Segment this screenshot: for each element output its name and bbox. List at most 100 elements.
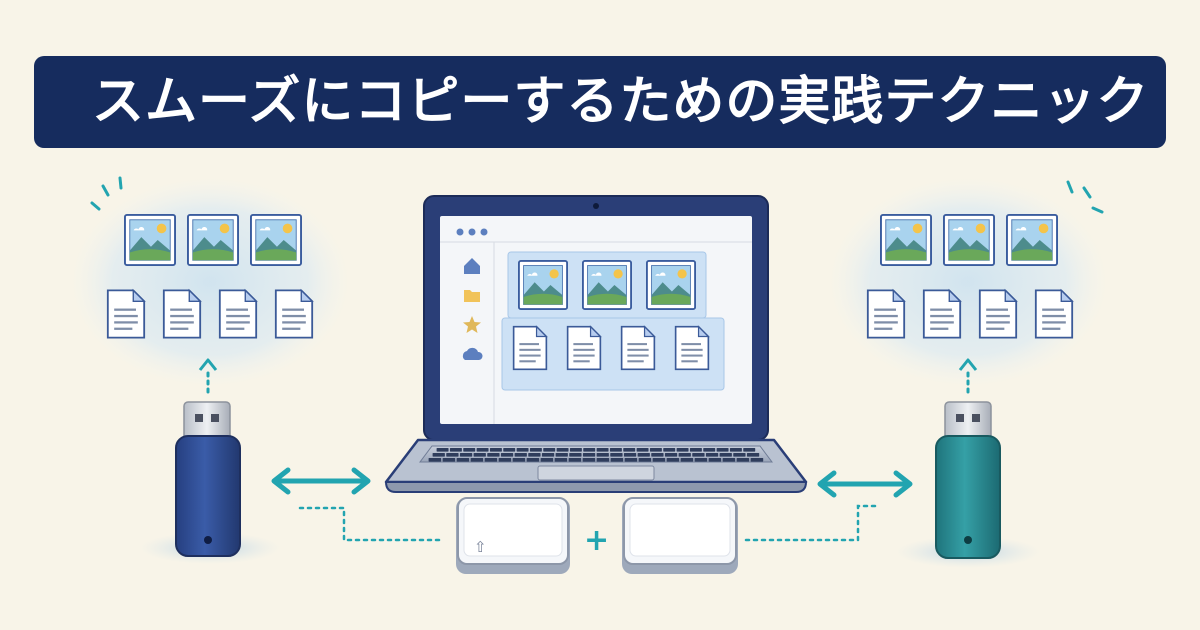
laptop-key (529, 448, 542, 452)
laptop-key (484, 458, 498, 462)
laptop-key (582, 458, 596, 462)
laptop-key (708, 458, 722, 462)
laptop-key (470, 458, 484, 462)
laptop-key (583, 448, 596, 452)
laptop-key (703, 448, 716, 452)
laptop-key (473, 453, 486, 457)
laptop-key (596, 453, 609, 457)
laptop-key (476, 448, 489, 452)
laptop-key (463, 448, 476, 452)
document-file-icon (922, 289, 962, 339)
laptop-key (556, 448, 569, 452)
image-file-icon (187, 214, 239, 266)
laptop-key (750, 458, 764, 462)
double-arrow-icon (271, 467, 371, 495)
laptop-key (694, 458, 708, 462)
laptop-key (733, 453, 746, 457)
cloud-icon (462, 347, 483, 360)
laptop-key (436, 448, 449, 452)
laptop-icon (384, 195, 808, 493)
laptop-key (555, 453, 568, 457)
laptop-key (568, 458, 582, 462)
upload-arrow-right (958, 358, 978, 394)
sparkle-marks (90, 176, 123, 211)
laptop-key (666, 458, 680, 462)
document-file-icon (866, 289, 906, 339)
laptop-key (487, 453, 500, 457)
laptop-key (719, 453, 732, 457)
laptop-key (514, 453, 527, 457)
laptop-key (498, 458, 512, 462)
sparkle-marks (1066, 180, 1104, 214)
laptop-key (689, 448, 702, 452)
laptop-key (456, 458, 470, 462)
plus-icon: + (584, 523, 609, 558)
laptop-key (610, 453, 623, 457)
document-file-icon (274, 289, 314, 339)
keyboard-key-icon: ⇧ (456, 497, 570, 574)
laptop-key (746, 453, 760, 457)
laptop-key (663, 448, 676, 452)
shift-key-glyph: ⇧ (474, 538, 487, 556)
document-file-icon (1034, 289, 1074, 339)
laptop-key (459, 453, 473, 457)
document-file-icon (620, 325, 656, 371)
laptop-key (636, 448, 649, 452)
laptop-key (609, 448, 622, 452)
laptop-key (432, 453, 445, 457)
laptop-key (596, 448, 609, 452)
right-file-cluster (828, 177, 1108, 387)
upload-arrow-left (198, 358, 218, 394)
laptop-key (526, 458, 540, 462)
laptop-key (516, 448, 529, 452)
image-file-icon (1006, 214, 1058, 266)
laptop-key (582, 453, 596, 457)
laptop-key (554, 458, 568, 462)
laptop-key (722, 458, 736, 462)
double-arrow-icon (817, 470, 913, 498)
image-file-icon (582, 260, 632, 310)
image-file-icon (943, 214, 995, 266)
laptop-key (449, 448, 462, 452)
laptop-key (446, 453, 459, 457)
image-file-icon (124, 214, 176, 266)
page-title: スムーズにコピーするための実践テクニック (92, 72, 1150, 132)
laptop-key (512, 458, 526, 462)
usb-drive-icon (896, 401, 1040, 568)
document-file-icon (106, 289, 146, 339)
laptop-key (596, 458, 610, 462)
laptop-key (736, 458, 750, 462)
laptop-key (569, 453, 582, 457)
laptop-key (716, 448, 729, 452)
laptop-key (540, 458, 554, 462)
image-file-icon (880, 214, 932, 266)
laptop-key (651, 453, 664, 457)
laptop-key (678, 453, 691, 457)
laptop-key (543, 448, 556, 452)
laptop-key (489, 448, 502, 452)
laptop-key (569, 448, 582, 452)
laptop-key (652, 458, 666, 462)
laptop-key (624, 458, 638, 462)
laptop-key (442, 458, 456, 462)
laptop-key (664, 453, 678, 457)
document-file-icon (978, 289, 1018, 339)
laptop-key (680, 458, 694, 462)
laptop-key (541, 453, 555, 457)
laptop-key (705, 453, 719, 457)
laptop-key (528, 453, 541, 457)
laptop-key (503, 448, 516, 452)
document-file-icon (162, 289, 202, 339)
document-file-icon (566, 325, 602, 371)
image-file-icon (518, 260, 568, 310)
laptop-key (743, 448, 756, 452)
laptop-key (638, 458, 652, 462)
laptop-key (692, 453, 705, 457)
laptop-key (500, 453, 514, 457)
left-file-cluster (70, 176, 350, 387)
document-file-icon (218, 289, 258, 339)
laptop-key (729, 448, 742, 452)
home-icon (464, 258, 480, 274)
